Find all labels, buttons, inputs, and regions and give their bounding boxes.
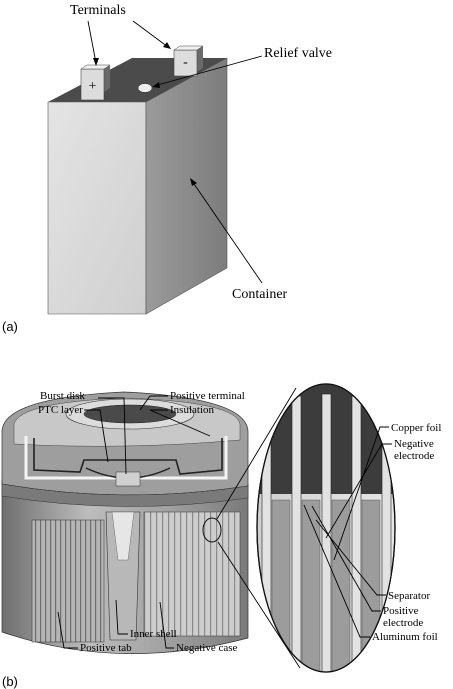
positive-terminal-post	[80, 64, 111, 101]
container-front-face	[47, 101, 147, 315]
negative-electrode-label-1: Negative	[394, 438, 434, 450]
figure-b-labels: Burst disk PTC layer Positive terminal I…	[38, 390, 441, 654]
terminals-label: Terminals	[70, 3, 126, 18]
container-label: Container	[232, 287, 288, 302]
electrode-winding-right	[143, 511, 241, 637]
terminals-leaders	[87, 20, 171, 66]
negative-electrode-label-2: electrode	[394, 450, 434, 462]
copper-foil-label: Copper foil	[391, 422, 441, 434]
minus-symbol: -	[183, 55, 188, 70]
relief-valve	[137, 83, 153, 93]
inner-shell-label: Inner shell	[130, 628, 177, 640]
plus-symbol: +	[89, 79, 97, 94]
positive-terminal-label: Positive terminal	[170, 390, 245, 402]
aluminum-foil-label: Aluminum foil	[372, 631, 438, 643]
prismatic-cell: + - Terminals Relief valve Container	[47, 3, 332, 315]
relief-valve-label: Relief valve	[264, 46, 332, 61]
positive-electrode-label-1: Positive	[383, 605, 419, 617]
electrode-winding-left	[31, 519, 105, 643]
ptc-layer	[33, 438, 223, 475]
relief-valve-leader	[152, 55, 263, 88]
insulation-label: Insulation	[170, 404, 214, 416]
separator-label: Separator	[388, 590, 430, 602]
figure-b-leaders	[57, 395, 392, 649]
positive-electrode-label-2: electrode	[383, 617, 423, 629]
positive-tab-label: Positive tab	[80, 642, 132, 654]
panel-b-label: (b)	[2, 674, 18, 689]
negative-case-label: Negative case	[176, 642, 237, 654]
container-side-face	[145, 57, 228, 315]
panel-a-label: (a)	[2, 319, 18, 334]
ptc-layer-label: PTC layer	[38, 404, 83, 416]
cylindrical-cell	[1, 387, 301, 669]
burst-disk-label: Burst disk	[40, 390, 85, 402]
negative-terminal-post	[173, 45, 204, 77]
detail-marker	[202, 517, 222, 543]
container-leader	[190, 178, 263, 284]
